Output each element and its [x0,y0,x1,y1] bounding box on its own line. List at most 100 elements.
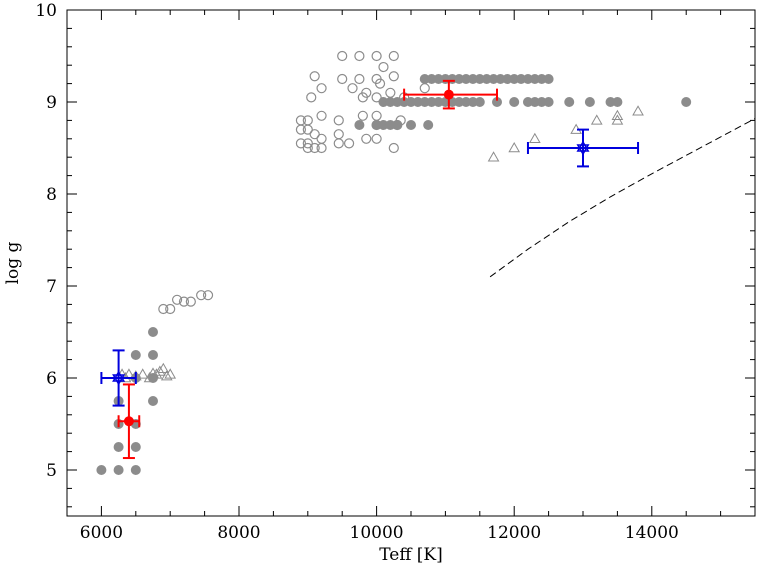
triangle-point [157,362,170,374]
filled-point [516,74,527,84]
x-tick-label: 14000 [625,523,679,543]
filled-point [371,120,382,130]
triangle-point [632,105,644,116]
open-point [165,303,176,315]
open-point [316,133,327,144]
filled-point [148,396,158,406]
open-point [202,290,214,301]
y-tick-label: 9 [46,93,57,113]
y-tick-label: 7 [46,277,57,297]
open-point [361,133,372,144]
filled-point [454,74,465,84]
triangle-point [508,141,521,153]
filled-point [509,74,520,84]
filled-point [474,74,485,84]
open-point [388,50,399,62]
filled-point [406,120,416,130]
plot-frame [66,9,756,517]
y-tick-label: 8 [46,185,57,205]
filled-point [148,350,158,360]
filled-point [461,74,472,84]
x-axis-label: Teff [K] [379,545,443,565]
open-point [361,87,372,98]
open-point [158,303,169,315]
filled-point [495,74,506,84]
filled-point [536,74,547,84]
open-point [196,290,207,301]
open-point [337,73,348,85]
triangle-point [590,114,603,125]
filled-point [433,74,444,84]
model-curve [489,118,756,278]
open-point [337,50,348,62]
filled-point [385,97,396,107]
filled-point [474,97,485,107]
measurement-point [443,89,454,100]
x-tick-label: 6000 [80,523,123,543]
open-point [354,50,365,62]
open-point [333,138,344,149]
filled-point [536,97,547,107]
triangle-point [487,151,500,162]
open-point [385,87,396,98]
open-point [316,110,327,121]
filled-point [502,74,513,84]
triangle-point [160,370,173,381]
y-tick-label: 10 [35,1,57,21]
filled-point [481,74,492,84]
filled-point [130,465,141,475]
open-point [295,138,307,149]
filled-point [461,97,472,107]
y-tick-label: 5 [46,461,57,481]
triangle-point [147,367,159,378]
filled-point [392,120,403,130]
filled-point [426,74,437,84]
triangle-point [528,132,541,144]
filled-point [529,97,540,107]
filled-point [488,74,499,84]
triangle-point [164,368,177,379]
open-point [302,142,313,154]
y-tick-label: 6 [46,369,57,389]
filled-point [426,97,437,107]
filled-point [419,74,430,84]
filled-point [584,97,595,107]
open-point [309,129,320,140]
open-point [357,110,368,121]
filled-point [492,97,502,107]
filled-point [543,97,554,107]
triangle-point [154,365,166,376]
open-point [316,83,327,94]
open-point [309,71,320,82]
open-point [388,142,399,154]
open-point [185,296,196,307]
triangle-point [611,109,624,121]
open-point [371,92,382,103]
open-point [371,73,382,85]
open-point [378,61,389,73]
open-point [316,142,327,154]
filled-point [113,465,124,475]
triangle-point [150,368,163,379]
filled-point [522,97,533,107]
open-point [354,73,365,85]
filled-point [433,97,444,107]
curve-layer [489,118,756,278]
measurements-layer [100,79,640,460]
open-point [295,115,307,126]
open-point [347,83,358,94]
filled-point [605,97,616,107]
filled-point [681,97,692,107]
open-point [333,129,344,140]
filled-point [509,97,520,107]
open-point [302,115,313,126]
filled-point [467,74,478,84]
filled-point [412,97,423,107]
filled-point [96,465,107,475]
open-point [388,71,399,82]
filled-point [543,74,554,84]
x-tick-label: 8000 [217,523,260,543]
x-tick-label: 10000 [350,523,404,543]
